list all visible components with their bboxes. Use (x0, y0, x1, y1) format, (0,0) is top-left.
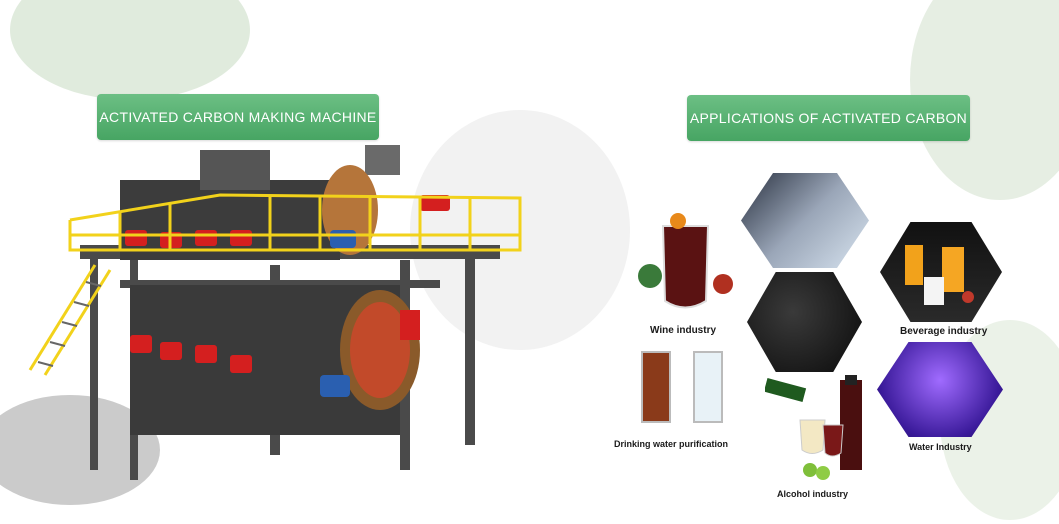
water-industry-label: Water Industry (909, 442, 972, 452)
activated-carbon-granules-image (747, 272, 862, 372)
drinking-water-label: Drinking water purification (614, 439, 729, 449)
machine-title-banner: ACTIVATED CARBON MAKING MACHINE (97, 94, 379, 140)
stair-steps (37, 281, 102, 367)
beverage-glasses-icon (905, 245, 974, 305)
water-drop-image (877, 342, 1003, 437)
wine-glass-icon (638, 213, 733, 309)
alcohol-industry-label: Alcohol industry (777, 489, 849, 499)
yellow-railing (28, 193, 522, 376)
wine-industry-label: Wine industry (650, 325, 717, 336)
carbon-machine-illustration (28, 145, 522, 480)
alcohol-bottles-icon (765, 375, 862, 480)
drinking-water-glasses-icon (641, 351, 723, 423)
beverage-industry-label: Beverage industry (900, 326, 988, 337)
applications-title-banner: APPLICATIONS OF ACTIVATED CARBON (687, 95, 970, 141)
